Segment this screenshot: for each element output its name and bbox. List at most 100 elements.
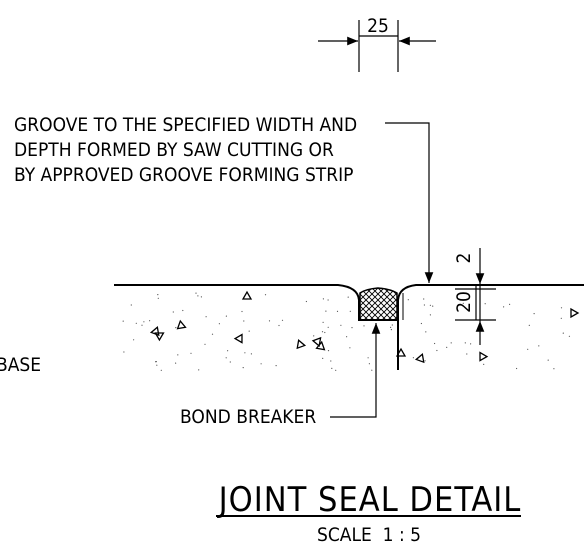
aggregate-dot <box>204 343 206 345</box>
aggregate-dot <box>429 304 431 306</box>
aggregate-dot <box>378 330 380 332</box>
aggregate-triangle <box>570 307 580 319</box>
aggregate-dot <box>327 350 330 352</box>
aggregate-dot <box>227 350 229 352</box>
aggregate-dot <box>305 300 307 303</box>
aggregate-dot <box>149 320 151 322</box>
aggregate-dot <box>560 307 563 309</box>
concrete-aggregate <box>122 290 580 371</box>
aggregate-dot <box>243 320 245 322</box>
aggregate-dot <box>560 317 562 319</box>
aggregate-dot <box>509 303 511 305</box>
aggregate-dot <box>211 333 214 335</box>
pavement-section <box>114 284 584 370</box>
groove-width-value: 25 <box>367 15 389 37</box>
aggregate-dot <box>225 357 227 359</box>
aggregate-dot <box>325 310 327 312</box>
aggregate-triangle <box>149 326 160 337</box>
aggregate-dot <box>322 298 324 300</box>
aggregate-dot <box>464 342 466 344</box>
aggregate-dot <box>157 297 159 299</box>
aggregate-dot <box>322 357 324 359</box>
aggregate-dot <box>190 352 192 354</box>
aggregate-dot <box>446 346 448 348</box>
aggregate-dot <box>450 342 452 344</box>
aggregate-dot <box>562 332 564 334</box>
aggregate-dot <box>516 367 518 370</box>
aggregate-dot <box>244 352 246 354</box>
aggregate-dot <box>141 324 143 326</box>
aggregate-dot <box>275 365 277 367</box>
pavement-surface-line <box>114 284 584 321</box>
aggregate-dot <box>205 316 207 318</box>
aggregate-dot <box>175 327 177 329</box>
aggregate-dot <box>425 331 427 333</box>
groove-note-line-1: GROOVE TO THE SPECIFIED WIDTH AND <box>14 114 357 136</box>
aggregate-triangle <box>395 347 407 357</box>
aggregate-dot <box>143 321 145 323</box>
aggregate-dot <box>175 362 177 364</box>
aggregate-dot <box>423 304 425 306</box>
aggregate-dot <box>346 336 348 338</box>
aggregate-dot <box>434 342 436 345</box>
aggregate-dot <box>278 324 280 327</box>
aggregate-dot <box>432 305 434 307</box>
aggregate-dot <box>229 361 231 363</box>
aggregate-dot <box>250 353 252 355</box>
aggregate-dot <box>260 363 262 365</box>
aggregate-dot <box>527 348 529 350</box>
aggregate-dot <box>484 303 486 305</box>
aggregate-dot <box>313 335 315 337</box>
aggregate-dot <box>391 324 393 326</box>
aggregate-dot <box>429 314 431 316</box>
aggregate-dot <box>321 331 324 333</box>
aggregate-dot <box>538 345 540 347</box>
groove-width-dimension: 25 <box>318 15 436 72</box>
aggregate-dot <box>130 304 132 306</box>
drawing-title: JOINT SEAL DETAIL <box>217 480 522 520</box>
aggregate-triangle <box>311 336 322 348</box>
aggregate-triangle <box>241 290 253 300</box>
seal-depth-value: 2 <box>453 253 475 264</box>
aggregate-dot <box>327 326 329 328</box>
aggregate-dot <box>264 294 267 296</box>
aggregate-dot <box>424 360 426 362</box>
groove-note: GROOVE TO THE SPECIFIED WIDTH AND DEPTH … <box>14 114 434 283</box>
aggregate-dot <box>483 363 485 365</box>
aggregate-dot <box>268 320 271 322</box>
aggregate-dot <box>157 294 159 296</box>
aggregate-dot <box>195 292 197 294</box>
aggregate-triangle <box>414 353 425 364</box>
aggregate-dot <box>423 298 425 300</box>
aggregate-dot <box>367 357 369 359</box>
aggregate-dot <box>363 325 365 327</box>
aggregate-dot <box>470 343 472 345</box>
aggregate-dot <box>225 315 227 317</box>
aggregate-dot <box>462 302 464 304</box>
aggregate-dot <box>218 323 220 325</box>
aggregate-dot <box>349 310 351 312</box>
aggregate-dot <box>340 324 342 326</box>
groove-note-line-2: DEPTH FORMED BY SAW CUTTING OR <box>14 139 334 161</box>
aggregate-dot <box>436 349 438 352</box>
aggregate-dot <box>420 322 422 325</box>
aggregate-dot <box>390 326 392 328</box>
aggregate-dot <box>336 310 339 312</box>
aggregate-dot <box>200 296 202 298</box>
aggregate-dot <box>123 351 125 353</box>
aggregate-dot <box>327 299 329 301</box>
drawing-title-block: JOINT SEAL DETAIL SCALE 1 : 5 <box>216 480 521 546</box>
aggregate-triangle <box>154 332 165 342</box>
aggregate-dot <box>412 357 414 359</box>
aggregate-dot <box>281 319 284 321</box>
aggregate-dot <box>330 360 332 362</box>
aggregate-dot <box>177 354 179 356</box>
aggregate-dot <box>528 324 530 326</box>
base-label: BASE <box>0 354 41 376</box>
joint-sealant <box>359 287 398 321</box>
bond-breaker-leader <box>330 323 381 418</box>
aggregate-dot <box>347 296 349 298</box>
aggregate-dot <box>368 363 370 365</box>
aggregate-dot <box>322 321 324 323</box>
